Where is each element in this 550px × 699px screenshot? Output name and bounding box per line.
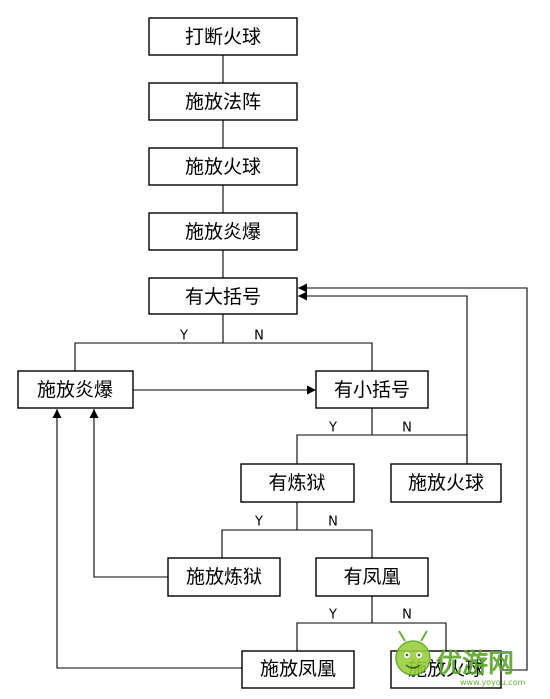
svg-text:打断火球: 打断火球 <box>185 26 261 48</box>
svg-text:有凤凰: 有凤凰 <box>343 566 400 588</box>
svg-text:施放炼狱: 施放炼狱 <box>186 566 262 588</box>
svg-text:施放炎爆: 施放炎爆 <box>37 379 113 401</box>
node-has-small-bracket: 有小括号 <box>315 370 429 409</box>
label-no-big-bracket: N <box>254 329 264 344</box>
label-no-small-bracket: N <box>402 421 412 436</box>
branch-phoenix <box>296 596 373 651</box>
loop-purgatory-to-blast <box>89 409 168 578</box>
node-has-purgatory: 有炼狱 <box>240 463 355 503</box>
label-no-purgatory: N <box>328 515 338 530</box>
node-cast-fireball-1: 施放火球 <box>148 147 298 186</box>
watermark-text: 优游网 <box>436 649 514 679</box>
loop-fireball3-to-big-bracket <box>298 283 528 671</box>
node-cast-purgatory: 施放炼狱 <box>167 557 281 597</box>
node-interrupt-fireball: 打断火球 <box>148 17 298 56</box>
branch-purgatory <box>221 502 298 558</box>
svg-text:施放法阵: 施放法阵 <box>185 91 261 113</box>
label-yes-purgatory: Y <box>254 515 263 530</box>
node-cast-blast-2: 施放炎爆 <box>17 370 134 409</box>
node-has-phoenix: 有凤凰 <box>315 557 429 597</box>
node-cast-phoenix: 施放凤凰 <box>241 650 355 689</box>
label-yes-big-bracket: Y <box>179 329 188 344</box>
svg-text:有大括号: 有大括号 <box>185 286 261 308</box>
branch-small-bracket-no <box>372 434 468 464</box>
svg-text:有炼狱: 有炼狱 <box>268 472 325 494</box>
label-yes-small-bracket: Y <box>328 421 337 436</box>
watermark: 优游网 www.yoyou.com <box>395 630 526 687</box>
loop-phoenix-to-blast <box>52 409 242 669</box>
node-cast-fireball-2: 施放火球 <box>390 463 502 503</box>
node-has-big-bracket: 有大括号 <box>148 277 298 315</box>
svg-text:施放火球: 施放火球 <box>408 472 484 494</box>
svg-text:施放炎爆: 施放炎爆 <box>185 221 261 243</box>
svg-text:施放火球: 施放火球 <box>185 156 261 178</box>
loop-fireball-to-big-bracket <box>298 291 468 464</box>
node-cast-array: 施放法阵 <box>148 82 298 121</box>
branch-big-bracket-no <box>223 342 373 371</box>
branch-purgatory-no <box>297 529 373 558</box>
watermark-mascot-icon <box>395 630 431 676</box>
label-no-phoenix: N <box>402 608 412 623</box>
svg-text:施放凤凰: 施放凤凰 <box>260 658 336 680</box>
svg-text:有小括号: 有小括号 <box>334 379 410 401</box>
branch-small-bracket <box>296 408 373 464</box>
watermark-domain: www.yoyou.com <box>460 678 526 687</box>
branch-phoenix-no <box>372 622 447 651</box>
label-yes-phoenix: Y <box>328 608 337 623</box>
branch-big-bracket <box>74 314 224 371</box>
node-cast-blast-1: 施放炎爆 <box>148 212 298 251</box>
